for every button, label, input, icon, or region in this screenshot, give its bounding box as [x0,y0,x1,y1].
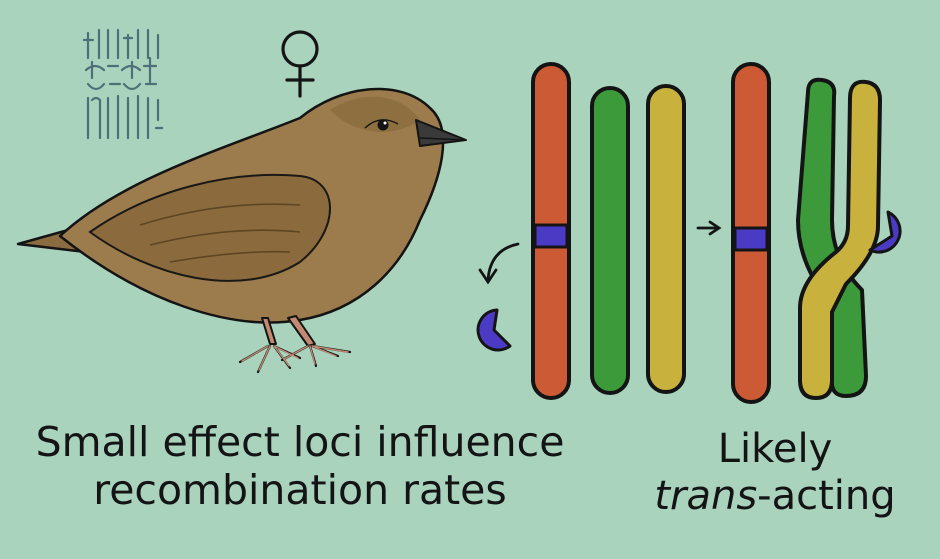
right-caption-rest: -acting [757,473,896,520]
chromosome-green-left [590,86,630,395]
protein-pacman-right-icon [868,210,902,254]
right-caption-line2: trans-acting [625,473,925,520]
protein-pacman-left-icon [476,308,512,352]
bird-illustration [16,87,467,374]
female-symbol-icon [281,30,319,98]
chromosome-yellow-right [798,79,882,400]
straight-arrow-icon [696,220,722,236]
chromosome-set-after [731,62,902,404]
tilly-logo-icon [82,28,164,140]
left-caption-line2: recombination rates [93,466,507,515]
right-caption-italic: trans [654,473,758,520]
locus-band-right [733,226,769,252]
chromosome-yellow-left [646,84,686,394]
chromosome-set-before [531,62,686,400]
right-caption-line1: Likely [717,426,833,472]
curved-arrow-icon [478,242,520,285]
right-caption: Likely trans-acting [625,426,925,520]
locus-band-left [533,223,569,249]
left-caption: Small effect loci influence recombinatio… [10,418,590,515]
left-caption-line1: Small effect loci influence [35,418,565,466]
